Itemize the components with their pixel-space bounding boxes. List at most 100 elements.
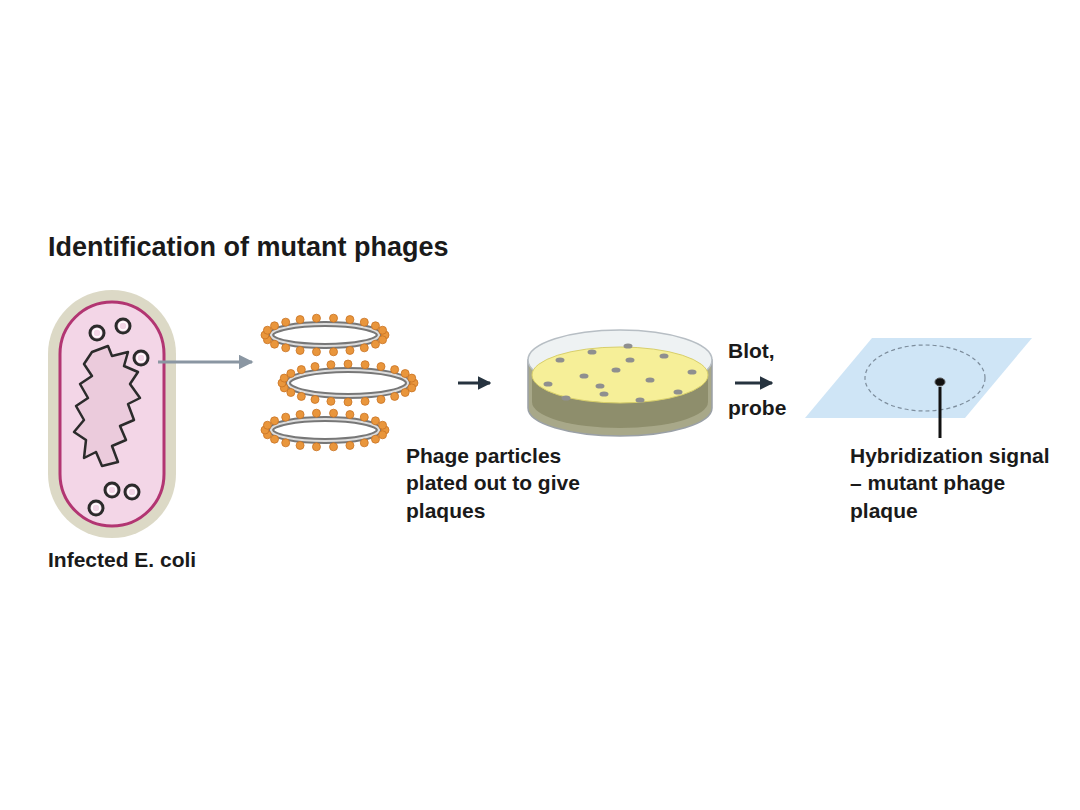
phage-particles-part (330, 348, 338, 356)
petri-dish-part (688, 369, 697, 374)
phage-particles-part (346, 441, 354, 449)
phage-particles-part (408, 374, 416, 382)
phage-particles-part (371, 417, 379, 425)
phage-particles-part (288, 370, 408, 396)
phage-particles-part (360, 344, 368, 352)
phage-particles-part (379, 336, 387, 344)
phage-particles-part (360, 413, 368, 421)
bacterium-cell-part-part (116, 319, 130, 333)
bacterium-cell-part-part (89, 501, 103, 515)
phage-particles-part (401, 389, 409, 397)
bacterium-cell-part (92, 322, 145, 512)
phage-particles-part (371, 435, 379, 443)
phage-particles-part (377, 395, 385, 403)
phage-particles-part (296, 316, 304, 324)
arrow (158, 361, 252, 364)
phage-particles (261, 314, 418, 451)
phage-particles-part (297, 392, 305, 400)
phage-particles-part (312, 409, 320, 417)
phage-particles-part (271, 435, 279, 443)
bacterium-cell-part-part (105, 483, 119, 497)
bacterium-cell-part (74, 346, 140, 466)
phage-particles-part (346, 316, 354, 324)
phage-particles-part (330, 409, 338, 417)
petri-dish-part (532, 347, 708, 403)
bacterium-cell-part (89, 319, 148, 515)
phage-particles-part (312, 314, 320, 322)
phage-particles-part (263, 421, 271, 429)
bacterium-cell-part-part (128, 488, 136, 496)
petri-dish (528, 330, 712, 436)
phage-particles-part (330, 443, 338, 451)
petri-dish-part (588, 349, 597, 354)
phage-particles-part (312, 348, 320, 356)
phage-particles-part (346, 411, 354, 419)
phage-particles-part (327, 361, 335, 369)
phage-particles-part (361, 397, 369, 405)
phage-particles-part (296, 411, 304, 419)
phage-particles-part (379, 326, 387, 334)
phage-particles-part (311, 363, 319, 371)
phage-particles-part (360, 439, 368, 447)
petri-dish-part (624, 343, 633, 348)
phage-particles-part (312, 443, 320, 451)
petri-dish-part (596, 383, 605, 388)
phage-particles-part (344, 398, 352, 406)
arrow-label: Blot, (728, 337, 775, 364)
arrow-label: probe (728, 394, 786, 421)
bacterium-cell-part-part (119, 322, 127, 330)
phage-particles-part (282, 318, 290, 326)
blot-membrane-part (865, 345, 985, 411)
phage-particles-part (361, 361, 369, 369)
phage-particles-part (371, 340, 379, 348)
phage-particles-part (377, 363, 385, 371)
petri-dish-part (600, 391, 609, 396)
phage-particles-part (344, 360, 352, 368)
phage-particles-part (296, 441, 304, 449)
phage-particles-part (271, 324, 379, 346)
petri-dish-part (612, 367, 621, 372)
phage-particles-part (271, 419, 379, 441)
phage-particles-part (391, 366, 399, 374)
phage-particles-part (346, 346, 354, 354)
step-label: Phage particles plated out to give plaqu… (406, 442, 586, 524)
bacterium-cell-part-part (92, 504, 100, 512)
petri-dish-part (580, 373, 589, 378)
phage-particles-part (282, 439, 290, 447)
phage-particles-part (327, 397, 335, 405)
signal-label: Hybridization signal – mutant phage plaq… (850, 442, 1050, 524)
phage-particles-part (360, 318, 368, 326)
phage-particles-part (271, 322, 279, 330)
phage-particles-part (297, 366, 305, 374)
petri-dish-part (626, 357, 635, 362)
bacterium-cell-part (60, 302, 164, 526)
petri-dish-part (562, 395, 571, 400)
bacterium-cell-part-part (93, 329, 101, 337)
phage-particles-part (287, 370, 295, 378)
petri-dish-part (660, 353, 669, 358)
phage-particles-part (379, 421, 387, 429)
phage-particles-part (271, 324, 379, 346)
blot-membrane-part (939, 387, 942, 438)
blot-membrane-part (805, 338, 1032, 418)
bacterium-cell-part-part (125, 485, 139, 499)
phage-particles-part (391, 392, 399, 400)
petri-dish-part (636, 397, 645, 402)
bacterium-cell-part-part (108, 486, 116, 494)
phage-particles-part (371, 322, 379, 330)
blot-membrane-part (935, 378, 945, 386)
arrow (458, 382, 490, 385)
phage-particles-part (311, 395, 319, 403)
phage-particles-part (282, 344, 290, 352)
phage-particles-part (379, 431, 387, 439)
phage-particles-part (271, 419, 379, 441)
bacterium-cell (48, 290, 176, 538)
petri-dish-part (556, 357, 565, 362)
bacterium-cell-part-part (137, 354, 145, 362)
petri-dish-part (646, 377, 655, 382)
phage-particles-part (271, 340, 279, 348)
bacterium-cell-part-part (90, 326, 104, 340)
cell-label: Infected E. coli (48, 546, 196, 573)
